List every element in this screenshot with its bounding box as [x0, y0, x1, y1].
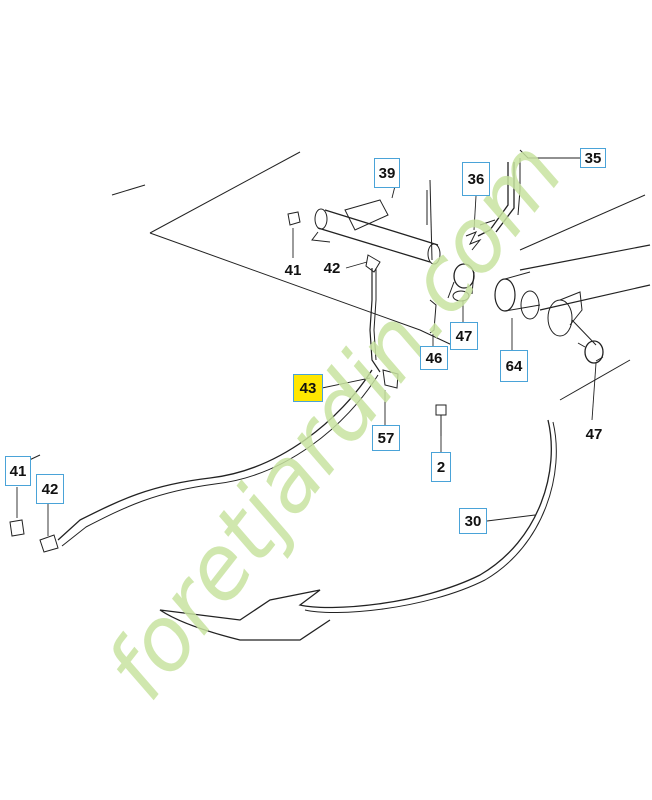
callout-30[interactable]: 30	[459, 508, 487, 534]
callout-64[interactable]: 64	[500, 350, 528, 382]
cable-upper	[369, 268, 381, 373]
callout-42-top[interactable]: 42	[323, 259, 341, 277]
bolt-2	[435, 404, 447, 436]
callout-57[interactable]: 57	[372, 425, 400, 451]
rod-35	[477, 149, 580, 237]
callout-42-left[interactable]: 42	[36, 474, 64, 504]
callout-35[interactable]: 35	[580, 148, 606, 168]
bracket-57	[382, 369, 399, 389]
bushing-47-right	[577, 340, 604, 364]
frame-outline	[149, 232, 453, 346]
callout-47-top[interactable]: 47	[450, 322, 478, 350]
callout-47-right[interactable]: 47	[585, 425, 603, 443]
frame-outline	[111, 184, 146, 196]
nut-41-top	[287, 211, 301, 226]
callout-41-left[interactable]: 41	[5, 456, 31, 486]
callout-2[interactable]: 2	[431, 452, 451, 482]
leader-lines	[16, 157, 597, 536]
spring-cable-30	[159, 419, 552, 641]
cable-43	[57, 369, 373, 541]
callout-39[interactable]: 39	[374, 158, 400, 188]
bushing-47-top	[447, 263, 475, 302]
clevis-42-top	[365, 254, 381, 273]
callout-36[interactable]: 36	[462, 162, 490, 196]
callout-46[interactable]: 46	[420, 346, 448, 370]
callout-41-top[interactable]: 41	[284, 261, 302, 279]
frame-outline	[519, 194, 646, 251]
main-shaft	[494, 244, 651, 346]
spring-36	[465, 219, 496, 251]
nut-41-left	[9, 519, 25, 537]
bolt-46	[429, 299, 437, 334]
callout-43-highlighted[interactable]: 43	[293, 374, 323, 402]
clevis-42-left	[39, 534, 59, 553]
frame-outline	[149, 151, 301, 234]
lever-tube	[311, 179, 441, 265]
